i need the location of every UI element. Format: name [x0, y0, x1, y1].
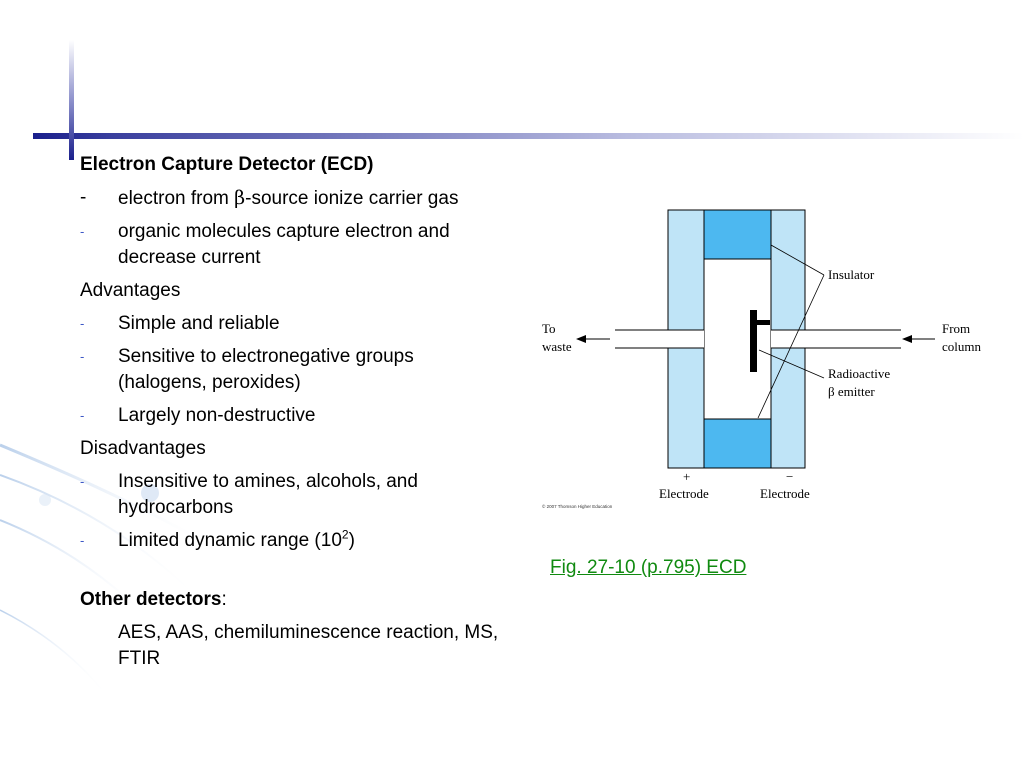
list-item-text: Largely non-destructive — [118, 405, 316, 426]
copyright-note: © 2007 Thomson Higher Education — [542, 503, 613, 509]
beta-symbol: β — [234, 187, 246, 209]
header-vertical-bar — [69, 40, 74, 160]
dash-bullet: - — [80, 224, 85, 239]
background-swoosh — [0, 443, 211, 701]
list-item: - Simple and reliable — [80, 311, 500, 337]
list-item: - organic molecules capture electron and… — [80, 219, 500, 271]
label-from: From — [942, 321, 970, 336]
dash-bullet: - — [80, 474, 85, 489]
gas-inlet-channel — [771, 330, 901, 348]
label-beta-emitter: β emitter — [828, 384, 875, 399]
dash-bullet: - — [80, 187, 87, 208]
other-detectors-list: AES, AAS, chemiluminescence reaction, MS… — [118, 622, 499, 669]
insulator-top — [703, 209, 772, 260]
colon: : — [221, 589, 227, 610]
figure-caption-link[interactable]: Fig. 27-10 (p.795) ECD — [550, 557, 747, 578]
label-electrode-right: Electrode — [760, 486, 810, 501]
other-detectors-line: Other detectors: — [80, 587, 500, 613]
list-item: - electron from β-source ionize carrier … — [80, 185, 500, 212]
flow-arrow-in — [902, 335, 912, 343]
list-item-text: Insensitive to amines, alcohols, and hyd… — [118, 471, 418, 518]
dash-bullet: - — [80, 349, 85, 364]
dash-bullet: - — [80, 408, 85, 423]
list-item: - Sensitive to electronegative groups (h… — [80, 344, 500, 396]
dash-bullet: - — [80, 316, 85, 331]
label-electrode-left: Electrode — [659, 486, 709, 501]
label-radioactive: Radioactive — [828, 366, 890, 381]
background-orb — [39, 494, 51, 506]
insulator-bottom — [703, 418, 772, 469]
header-horizontal-bar — [33, 133, 1024, 139]
other-detectors-label: Other detectors — [80, 589, 222, 610]
beta-emitter — [750, 310, 757, 372]
list-item-text: Sensitive to electronegative groups (hal… — [118, 346, 414, 393]
label-to: To — [542, 321, 556, 336]
ecd-diagram: To waste From column Insulator Radioacti… — [542, 209, 981, 509]
dash-bullet: - — [80, 533, 85, 548]
label-minus: − — [786, 469, 793, 484]
list-item-text: Limited dynamic range (102) — [118, 527, 355, 551]
list-item-text: -source ionize carrier gas — [245, 188, 459, 209]
list-item: - Largely non-destructive — [80, 403, 500, 429]
background-orb — [141, 484, 159, 502]
label-plus: + — [683, 469, 690, 484]
list-item: - Insensitive to amines, alcohols, and h… — [80, 469, 500, 521]
list-item-text: organic molecules capture electron and d… — [118, 221, 450, 268]
list-item: - Limited dynamic range (102) — [80, 528, 500, 554]
label-column: column — [942, 339, 981, 354]
label-insulator: Insulator — [828, 267, 875, 282]
flow-arrow-out — [576, 335, 586, 343]
disadvantages-heading: Disadvantages — [80, 438, 206, 459]
list-item-text: electron from — [118, 188, 235, 209]
slide-body: Electron Capture Detector (ECD) - electr… — [80, 152, 500, 672]
advantages-heading: Advantages — [80, 280, 181, 301]
label-waste: waste — [542, 339, 572, 354]
list-item-text: Simple and reliable — [118, 313, 280, 334]
gas-outlet-channel — [615, 330, 704, 348]
slide-title: Electron Capture Detector (ECD) — [80, 154, 374, 175]
